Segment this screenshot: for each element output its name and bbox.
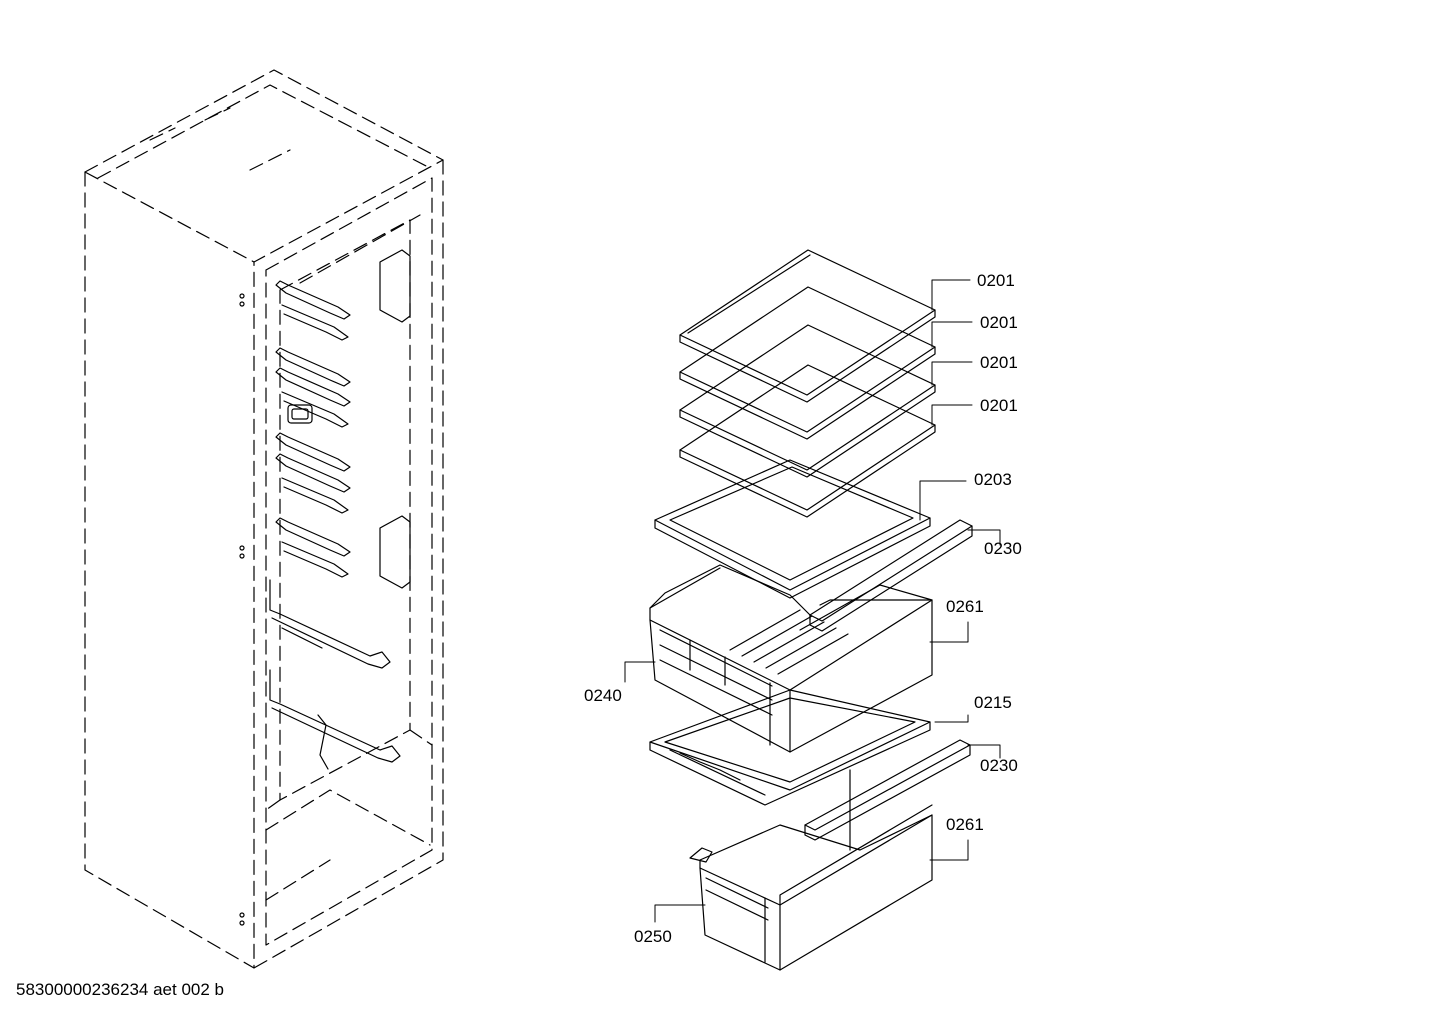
label-shelf-1: 0201 <box>977 271 1015 290</box>
label-drawer-lower: 0250 <box>634 927 672 946</box>
crisper-cover <box>649 689 931 806</box>
label-drawer-upper: 0240 <box>584 686 622 705</box>
shelf-supports <box>239 249 411 926</box>
drawer-lower <box>689 769 933 971</box>
label-shelf-2: 0201 <box>980 313 1018 332</box>
drawer-upper <box>649 564 933 753</box>
document-id: 58300000236234 aet 002 b <box>16 980 224 999</box>
label-shelf-frame: 0203 <box>974 470 1012 489</box>
label-cover-strip-lower: 0230 <box>980 756 1018 775</box>
leader-lines <box>624 279 1001 923</box>
label-shelf-3: 0201 <box>980 353 1018 372</box>
label-drawer-rail-lower: 0261 <box>946 815 984 834</box>
glass-shelf-1 <box>679 249 936 403</box>
glass-shelf-4 <box>679 364 936 518</box>
glass-shelf-2 <box>679 286 936 440</box>
fridge-cabinet-outline <box>84 69 444 969</box>
label-cover-strip-upper: 0230 <box>984 539 1022 558</box>
cover-strip-upper <box>809 519 973 632</box>
glass-shelf-frame <box>654 459 931 599</box>
label-shelf-4: 0201 <box>980 396 1018 415</box>
label-drawer-rail-upper: 0261 <box>946 597 984 616</box>
glass-shelf-3 <box>679 324 936 478</box>
label-crisper-cover: 0215 <box>974 693 1012 712</box>
